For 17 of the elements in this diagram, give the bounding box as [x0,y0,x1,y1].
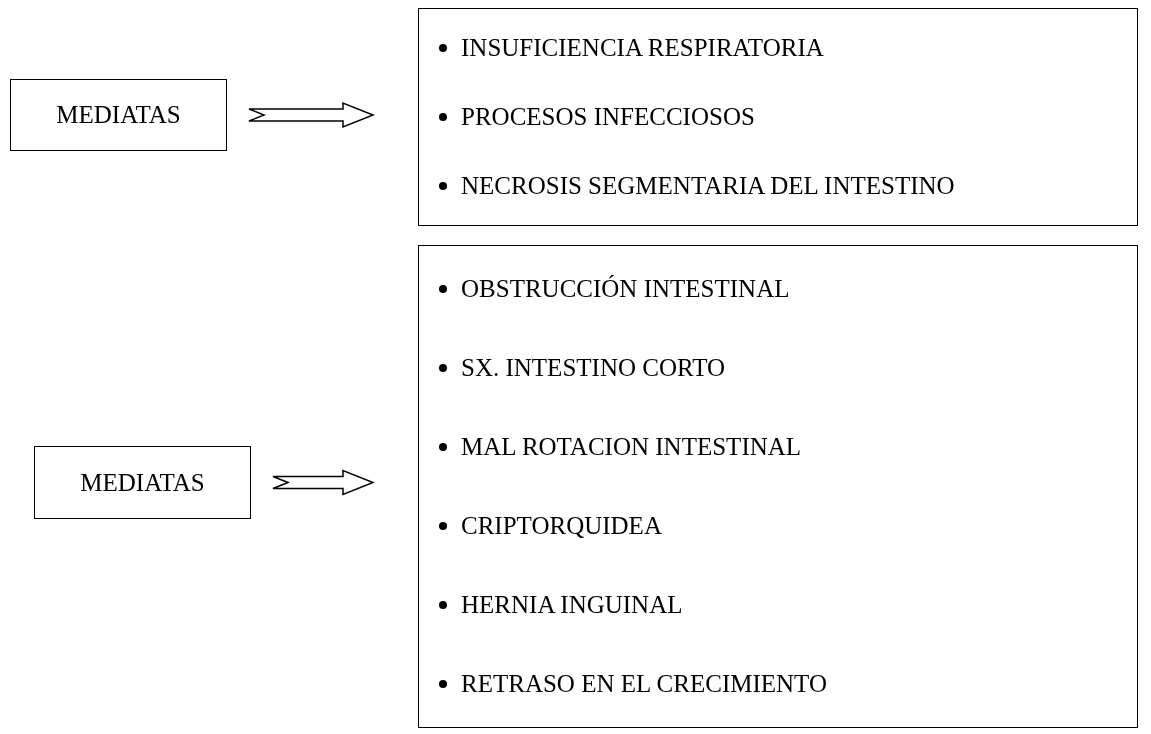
list-item-text: PROCESOS INFECCIOSOS [461,103,755,131]
label-box [10,79,227,151]
list-box [418,245,1138,728]
list-item-text: MAL ROTACION INTESTINAL [461,433,802,462]
list-item-text: NECROSIS SEGMENTARIA DEL INTESTINO [461,172,955,201]
list-item-text: RETRASO EN EL CRECIMIENTO [461,669,827,698]
block-arrow [272,469,375,496]
list-item-text: SX. INTESTINO CORTO [461,354,725,383]
box-label: MEDIATAS [56,101,181,129]
list-item-text: OBSTRUCCIÓN INTESTINAL [461,275,790,304]
block-arrow [248,101,375,129]
list-box [418,8,1138,226]
label-box [34,446,251,519]
list-item-text: CRIPTORQUIDEA [461,511,662,540]
list-item-text: HERNIA INGUINAL [461,590,683,619]
box-label: MEDIATAS [80,468,205,497]
list-item-text: INSUFICIENCIA RESPIRATORIA [461,33,824,62]
